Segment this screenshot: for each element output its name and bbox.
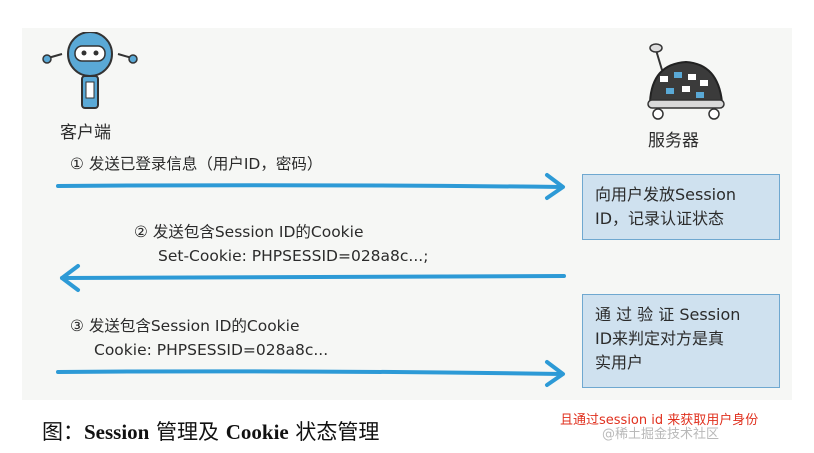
figure-caption: 图：Session 管理及 Cookie 状态管理 bbox=[42, 416, 379, 446]
arrow-1-right bbox=[56, 173, 565, 200]
step-2-cookie-header: Set-Cookie: PHPSESSID=028a8c...; bbox=[158, 247, 429, 265]
caption-session: Session bbox=[84, 420, 150, 444]
step-1-message: ① 发送已登录信息（用户ID，密码） bbox=[70, 155, 323, 173]
server-action-box-2: 通 过 验 证 Session ID来判定对方是真 实用户 bbox=[582, 294, 780, 388]
box-1-line-1: 向用户发放Session bbox=[595, 185, 737, 204]
caption-cookie: Cookie bbox=[225, 420, 289, 444]
caption-middle: 管理及 bbox=[149, 420, 226, 444]
server-label: 服务器 bbox=[648, 131, 699, 151]
box-1-line-2: ID，记录认证状态 bbox=[595, 209, 725, 228]
caption-prefix: 图： bbox=[42, 420, 84, 444]
server-robot-icon bbox=[647, 43, 725, 120]
arrow-3-right bbox=[56, 360, 565, 387]
arrow-2-left bbox=[60, 264, 566, 292]
red-annotation: 且通过session id 来获取用户身份 bbox=[560, 413, 759, 428]
box-2-line-3: 实用户 bbox=[595, 353, 644, 372]
client-robot-icon bbox=[42, 32, 138, 109]
server-action-box-1: 向用户发放Session ID，记录认证状态 bbox=[582, 174, 780, 240]
box-2-line-1: 通 过 验 证 Session bbox=[595, 305, 741, 324]
caption-suffix: 状态管理 bbox=[288, 420, 380, 444]
step-3-message: ③ 发送包含Session ID的Cookie bbox=[70, 317, 300, 335]
box-2-line-2: ID来判定对方是真 bbox=[595, 329, 725, 348]
step-3-cookie-header: Cookie: PHPSESSID=028a8c... bbox=[94, 341, 329, 359]
client-label: 客户端 bbox=[60, 123, 111, 143]
watermark: @稀土掘金技术社区 bbox=[602, 427, 720, 442]
step-2-message: ② 发送包含Session ID的Cookie bbox=[134, 223, 364, 241]
